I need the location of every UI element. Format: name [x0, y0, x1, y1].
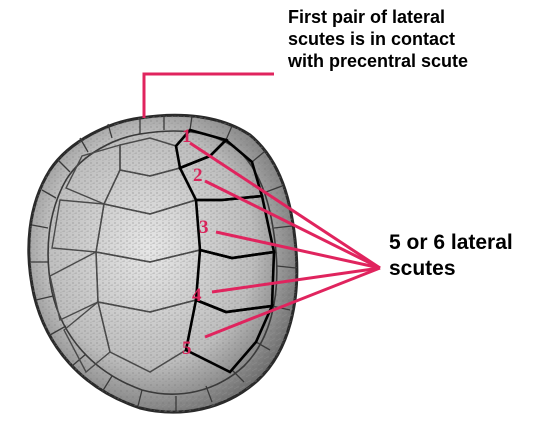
annotation-line: scutes [389, 256, 550, 282]
annotation-line: scutes is in contact [288, 28, 550, 50]
precentral-contact-annotation: First pair of lateral scutes is in conta… [288, 6, 550, 72]
scute-number-4: 4 [192, 285, 202, 306]
precentral-leader-line [144, 74, 274, 118]
annotation-line: 5 or 6 lateral [389, 230, 550, 256]
annotation-line: First pair of lateral [288, 6, 550, 28]
scute-number-5: 5 [182, 338, 192, 359]
scute-number-2: 2 [193, 165, 203, 186]
annotation-line: with precentral scute [288, 50, 550, 72]
lateral-scutes-annotation: 5 or 6 lateral scutes [389, 230, 550, 282]
scute-number-3: 3 [199, 217, 209, 238]
scute-number-1: 1 [182, 126, 192, 147]
